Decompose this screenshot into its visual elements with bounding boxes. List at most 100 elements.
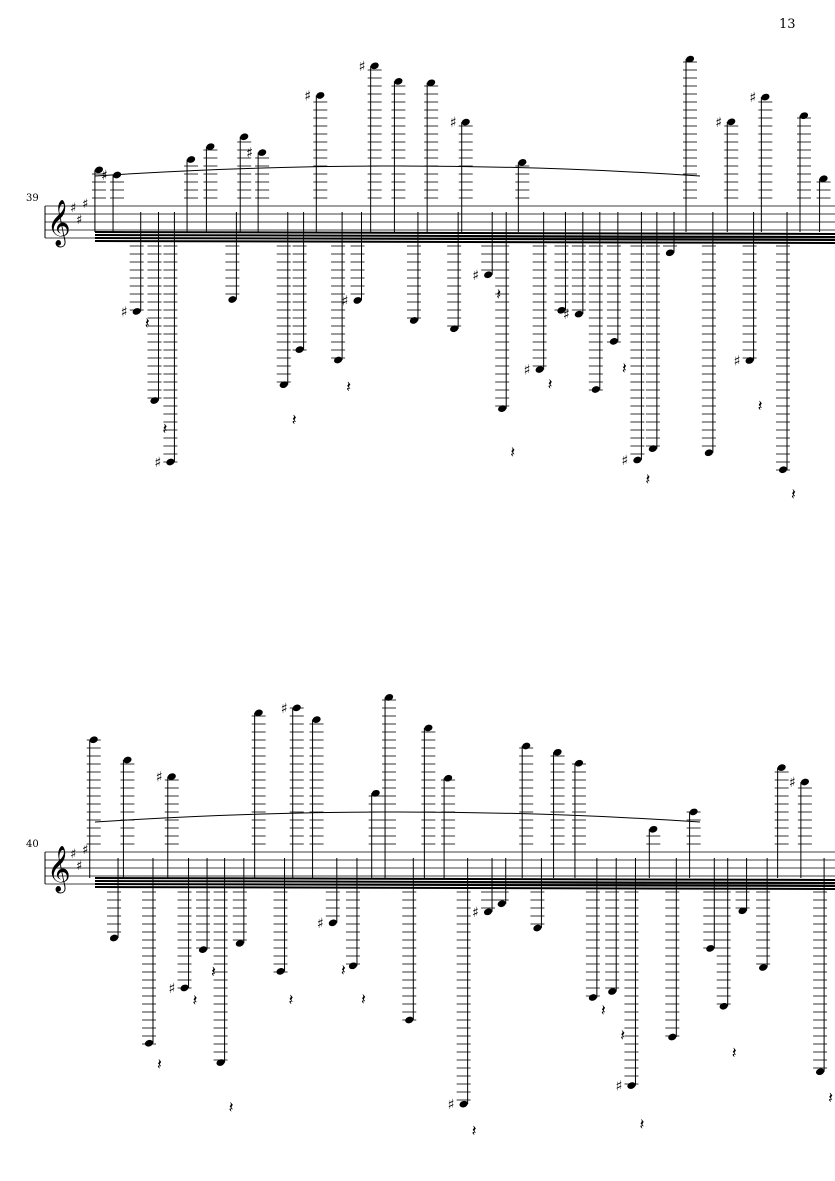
sharp-icon: ♯ xyxy=(76,859,82,874)
beam xyxy=(94,234,835,238)
note-head xyxy=(328,919,337,927)
beam xyxy=(94,880,835,884)
rest-icon: 𝄽 xyxy=(145,313,150,332)
sharp-icon: ♯ xyxy=(70,201,76,216)
note-head xyxy=(424,724,433,732)
rest-icon: 𝄽 xyxy=(732,1043,737,1062)
note-head xyxy=(649,825,658,833)
sharp-icon: ♯ xyxy=(169,981,176,997)
sharp-icon: ♯ xyxy=(472,905,479,921)
note-head xyxy=(312,716,321,723)
note-head xyxy=(704,449,713,457)
note-head xyxy=(727,118,736,126)
note-head xyxy=(459,1100,468,1108)
sharp-icon: ♯ xyxy=(76,213,82,228)
sharp-icon: ♯ xyxy=(82,197,88,212)
measure-number: 39 xyxy=(26,193,39,204)
note-head xyxy=(706,945,715,952)
rest-icon: 𝄽 xyxy=(157,1054,162,1073)
beam xyxy=(94,883,835,887)
note-head xyxy=(535,366,544,373)
note-head xyxy=(240,133,249,141)
note-head xyxy=(591,386,600,393)
rest-icon: 𝄽 xyxy=(289,990,294,1009)
sharp-icon: ♯ xyxy=(342,293,349,309)
note-head xyxy=(761,93,770,101)
note-head xyxy=(799,112,809,120)
sharp-icon: ♯ xyxy=(101,168,108,184)
note-head xyxy=(759,964,768,971)
note-head xyxy=(665,249,675,257)
rest-icon: 𝄽 xyxy=(620,1025,625,1044)
sharp-icon: ♯ xyxy=(304,88,311,104)
sharp-icon: ♯ xyxy=(281,701,288,717)
sharp-icon: ♯ xyxy=(448,1097,455,1113)
note-head xyxy=(144,1039,154,1047)
note-head xyxy=(518,159,527,166)
page-number: 13 xyxy=(779,17,796,32)
note-head xyxy=(574,310,583,318)
beam xyxy=(94,237,835,241)
note-head xyxy=(123,756,132,764)
sharp-icon: ♯ xyxy=(524,363,531,379)
rest-icon: 𝄽 xyxy=(341,960,346,979)
note-head xyxy=(216,1059,225,1066)
sharp-icon: ♯ xyxy=(246,146,253,162)
note-head xyxy=(819,175,828,183)
note-head xyxy=(777,764,786,771)
note-head xyxy=(370,62,379,70)
rest-icon: 𝄽 xyxy=(162,419,167,438)
rest-icon: 𝄽 xyxy=(645,470,650,489)
note-head xyxy=(483,908,493,916)
rest-icon: 𝄽 xyxy=(229,1098,234,1117)
note-head xyxy=(553,748,562,756)
note-head xyxy=(254,709,263,717)
slur xyxy=(94,811,701,823)
note-head xyxy=(94,166,104,174)
rest-icon: 𝄽 xyxy=(211,962,216,981)
note-head xyxy=(800,778,809,786)
note-head xyxy=(533,924,542,932)
note-head xyxy=(745,357,754,364)
note-head xyxy=(150,397,159,404)
measure-number: 40 xyxy=(26,839,39,850)
rest-icon: 𝄽 xyxy=(639,1115,644,1134)
rest-icon: 𝄽 xyxy=(510,442,515,461)
note-head xyxy=(738,907,747,915)
note-head xyxy=(461,118,470,126)
note-head xyxy=(633,456,642,464)
sharp-icon: ♯ xyxy=(563,307,570,323)
beam xyxy=(94,877,835,881)
rest-icon: 𝄽 xyxy=(622,358,627,377)
rest-icon: 𝄽 xyxy=(193,990,198,1009)
note-head xyxy=(427,79,436,87)
note-head xyxy=(685,55,695,63)
note-head xyxy=(353,297,362,304)
note-head xyxy=(258,149,267,156)
note-head xyxy=(719,1002,728,1010)
sharp-icon: ♯ xyxy=(789,775,796,791)
rest-icon: 𝄽 xyxy=(361,990,366,1009)
sharp-icon: ♯ xyxy=(154,455,161,471)
note-head xyxy=(167,773,176,780)
note-head xyxy=(276,968,285,975)
treble-clef-icon: 𝄞 xyxy=(47,200,71,248)
note-head xyxy=(815,1068,825,1076)
sharp-icon: ♯ xyxy=(734,353,741,369)
note-head xyxy=(206,143,215,151)
note-head xyxy=(497,900,506,908)
beam xyxy=(94,231,835,235)
rest-icon: 𝄽 xyxy=(601,1000,606,1019)
note-head xyxy=(450,325,459,333)
note-head xyxy=(371,789,380,797)
note-head xyxy=(228,296,237,303)
sharp-icon: ♯ xyxy=(82,843,88,858)
rest-icon: 𝄽 xyxy=(791,484,796,503)
treble-clef-icon: 𝄞 xyxy=(47,846,71,894)
rest-icon: 𝄽 xyxy=(828,1088,833,1107)
note-head xyxy=(109,934,119,942)
note-head xyxy=(279,381,288,389)
note-head xyxy=(235,940,244,947)
note-head xyxy=(609,338,618,345)
